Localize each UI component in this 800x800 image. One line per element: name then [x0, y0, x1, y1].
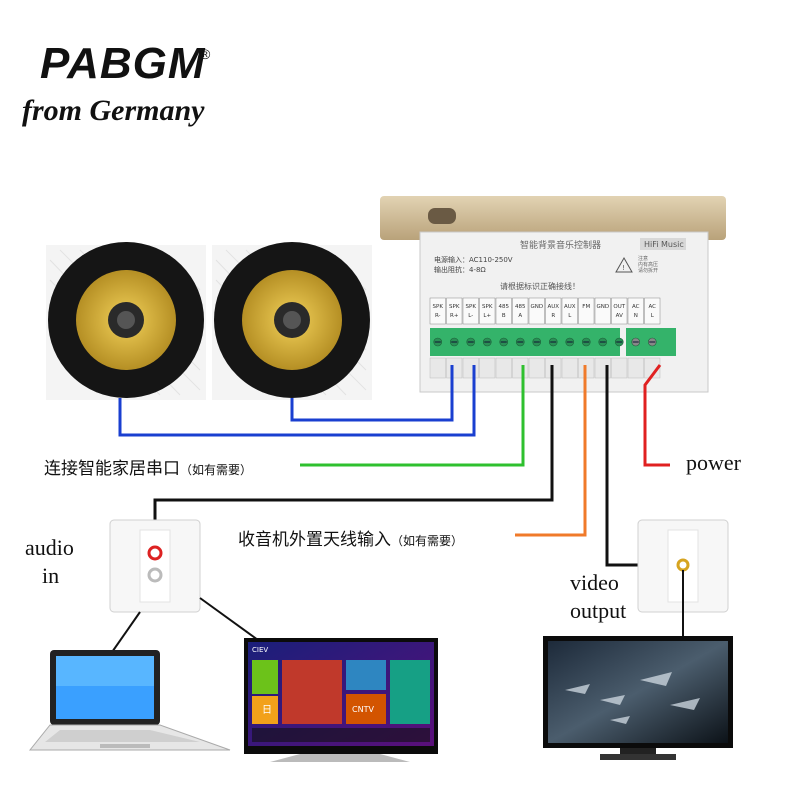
terminal-box — [429, 297, 446, 325]
terminal-box — [446, 297, 463, 325]
caution-label: 注意 — [638, 255, 648, 262]
terminal-label: A — [518, 313, 522, 319]
terminal-label: AV — [616, 313, 623, 319]
terminal-label: N — [634, 313, 638, 319]
terminal-label: AC — [648, 304, 656, 310]
terminal-box — [495, 297, 512, 325]
terminal-box — [528, 297, 545, 325]
terminal-box — [644, 297, 661, 325]
speaker-wire-left — [118, 365, 476, 437]
audio-in-label-2: in — [42, 563, 60, 588]
tv-left: CIEV 日 CNTV — [244, 638, 438, 762]
power-wire — [643, 364, 670, 467]
speaker-wire-right — [290, 365, 454, 422]
tv-brand: CIEV — [252, 646, 268, 654]
terminal-label: SPK — [466, 304, 477, 310]
tv-right — [543, 636, 733, 760]
tv-tile-2: 日 — [262, 705, 272, 716]
warning-triangle-icon — [615, 256, 633, 273]
terminal-label: L+ — [483, 313, 491, 319]
brand-tagline: from Germany — [22, 94, 205, 127]
audio-in-wire — [153, 365, 554, 528]
svg-text:!: ! — [622, 264, 625, 272]
terminal-label: L- — [468, 313, 473, 319]
rca-white-jack-icon — [147, 567, 163, 583]
terminal-box — [561, 297, 578, 325]
terminal-label: R+ — [450, 313, 459, 319]
music-controller: 智能背景音乐控制器 HiFi Music 电源输入：AC110-250V 输出阻… — [380, 196, 726, 393]
terminal-box — [462, 297, 479, 325]
terminal-label: GND — [530, 304, 543, 310]
terminal-box — [594, 297, 611, 325]
speaker-left — [46, 242, 206, 400]
terminal-label: AUX — [564, 304, 576, 310]
terminal-box — [627, 297, 644, 325]
laptop — [28, 650, 231, 751]
svg-text:请勿拆开: 请勿拆开 — [638, 267, 658, 274]
terminal-label: L — [651, 313, 655, 319]
terminal-label: GND — [596, 304, 609, 310]
controller-gold-panel — [380, 196, 726, 240]
speaker-right — [212, 242, 372, 400]
rca-yellow-jack-icon — [676, 558, 690, 572]
terminal-box — [578, 297, 595, 325]
controller-title: 智能背景音乐控制器 — [520, 239, 601, 251]
tv-tile-1: CNTV — [352, 705, 374, 714]
radio-antenna-label: 收音机外置天线输入（如有需要） — [238, 530, 464, 550]
terminal-label: B — [502, 313, 506, 319]
controller-knob-icon — [428, 208, 456, 224]
controller-spec-1: 电源输入：AC110-250V — [434, 255, 513, 264]
antenna-wire — [515, 365, 587, 537]
terminal-box — [512, 297, 529, 325]
terminal-label: AUX — [547, 304, 559, 310]
controller-spec-2: 输出阻抗：4-8Ω — [434, 265, 486, 274]
serial-wire — [300, 365, 525, 467]
video-output-label-2: output — [570, 598, 627, 623]
audio-in-wall-panel — [109, 519, 201, 613]
brand-logo: PABGM — [40, 39, 206, 88]
terminal-label: OUT — [613, 304, 625, 310]
terminal-label: 485 — [499, 304, 510, 310]
terminal-label: SPK — [449, 304, 460, 310]
terminal-label: R — [551, 313, 555, 319]
terminal-box — [479, 297, 496, 325]
registered-mark: ® — [200, 46, 211, 62]
terminal-label: L — [568, 313, 572, 319]
power-label: power — [686, 450, 741, 475]
terminal-label: AC — [632, 304, 640, 310]
controller-warning: 请根据标识正确接线！ — [500, 281, 580, 291]
controller-badge: HiFi Music — [644, 240, 684, 249]
video-output-label-1: video — [570, 570, 619, 595]
svg-text:内有高压: 内有高压 — [638, 261, 658, 268]
terminal-label: SPK — [433, 304, 444, 310]
terminal-label: FM — [582, 304, 590, 310]
terminal-label: R- — [435, 313, 441, 319]
terminal-label: 485 — [515, 304, 526, 310]
terminal-box — [545, 297, 562, 325]
smart-home-serial-label: 连接智能家居串口（如有需要） — [44, 459, 253, 479]
terminal-box — [611, 297, 628, 325]
terminal-label: SPK — [482, 304, 493, 310]
rca-red-jack-icon — [147, 545, 163, 561]
audio-in-label-1: audio — [25, 535, 74, 560]
